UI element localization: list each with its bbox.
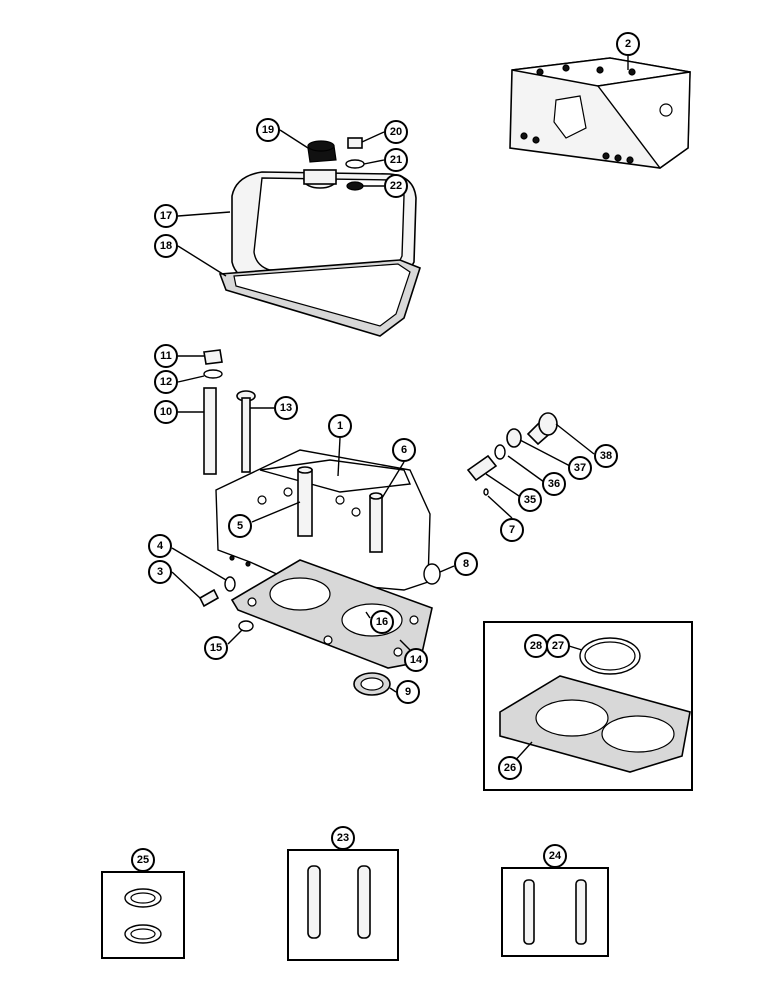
- callout-23: 23: [331, 826, 355, 850]
- rocker-cover: [231, 137, 417, 289]
- callout-21: 21: [384, 148, 408, 172]
- svg-text:37: 37: [574, 462, 586, 474]
- callout-4: 4: [148, 534, 172, 558]
- svg-text:10: 10: [160, 406, 172, 418]
- callout-28: 28: [524, 634, 548, 658]
- svg-text:8: 8: [463, 558, 469, 570]
- svg-text:35: 35: [524, 494, 536, 506]
- seal-kit-box: [101, 871, 185, 959]
- svg-text:6: 6: [401, 444, 407, 456]
- callout-15: 15: [204, 636, 228, 660]
- callout-37: 37: [568, 456, 592, 480]
- svg-text:23: 23: [337, 832, 349, 844]
- callout-10: 10: [154, 400, 178, 424]
- callout-7: 7: [500, 518, 524, 542]
- callout-16: 16: [370, 610, 394, 634]
- svg-text:19: 19: [262, 124, 274, 136]
- callout-27: 27: [546, 634, 570, 658]
- callout-3: 3: [148, 560, 172, 584]
- callout-5: 5: [228, 514, 252, 538]
- callout-35: 35: [518, 488, 542, 512]
- svg-text:16: 16: [376, 616, 388, 628]
- svg-text:24: 24: [549, 850, 562, 862]
- callout-2: 2: [616, 32, 640, 56]
- callout-8: 8: [454, 552, 478, 576]
- svg-text:3: 3: [157, 566, 163, 578]
- callout-19: 19: [256, 118, 280, 142]
- callout-26: 26: [498, 756, 522, 780]
- gasket-kit-box: [483, 621, 693, 791]
- seals-and-fittings: [198, 563, 441, 696]
- svg-text:15: 15: [210, 642, 222, 654]
- svg-text:9: 9: [405, 686, 411, 698]
- svg-text:20: 20: [390, 126, 402, 138]
- svg-text:2: 2: [625, 38, 631, 50]
- callout-38: 38: [594, 444, 618, 468]
- svg-text:14: 14: [410, 654, 423, 666]
- svg-text:4: 4: [157, 540, 164, 552]
- svg-text:25: 25: [137, 854, 149, 866]
- svg-text:13: 13: [280, 402, 292, 414]
- guide-kit-box-24: [501, 867, 609, 957]
- cylinder-head: [215, 449, 431, 591]
- leader-lines: [171, 56, 629, 765]
- svg-text:5: 5: [237, 520, 243, 532]
- callout-18: 18: [154, 234, 178, 258]
- svg-text:27: 27: [552, 640, 564, 652]
- svg-text:28: 28: [530, 640, 542, 652]
- svg-text:26: 26: [504, 762, 516, 774]
- callout-13: 13: [274, 396, 298, 420]
- guide-kit-box-23: [287, 849, 399, 961]
- svg-text:1: 1: [337, 420, 343, 432]
- svg-text:11: 11: [160, 350, 172, 362]
- cover-gasket: [218, 259, 421, 337]
- callout-22: 22: [384, 174, 408, 198]
- callout-20: 20: [384, 120, 408, 144]
- callout-6: 6: [392, 438, 416, 462]
- svg-text:18: 18: [160, 240, 172, 252]
- callout-12: 12: [154, 370, 178, 394]
- svg-text:7: 7: [509, 524, 515, 536]
- callout-14: 14: [404, 648, 428, 672]
- fittings: [466, 412, 558, 496]
- callout-9: 9: [396, 680, 420, 704]
- svg-text:36: 36: [548, 478, 560, 490]
- svg-text:12: 12: [160, 376, 172, 388]
- callout-36: 36: [542, 472, 566, 496]
- stud-and-bolt: [203, 349, 256, 475]
- svg-text:17: 17: [160, 210, 172, 222]
- callout-25: 25: [131, 848, 155, 872]
- callout-17: 17: [154, 204, 178, 228]
- svg-text:38: 38: [600, 450, 612, 462]
- callout-11: 11: [154, 344, 178, 368]
- cylinder-head-assembly: [509, 57, 691, 169]
- svg-text:21: 21: [390, 154, 402, 166]
- callout-24: 24: [543, 844, 567, 868]
- callout-1: 1: [328, 414, 352, 438]
- svg-text:22: 22: [390, 180, 402, 192]
